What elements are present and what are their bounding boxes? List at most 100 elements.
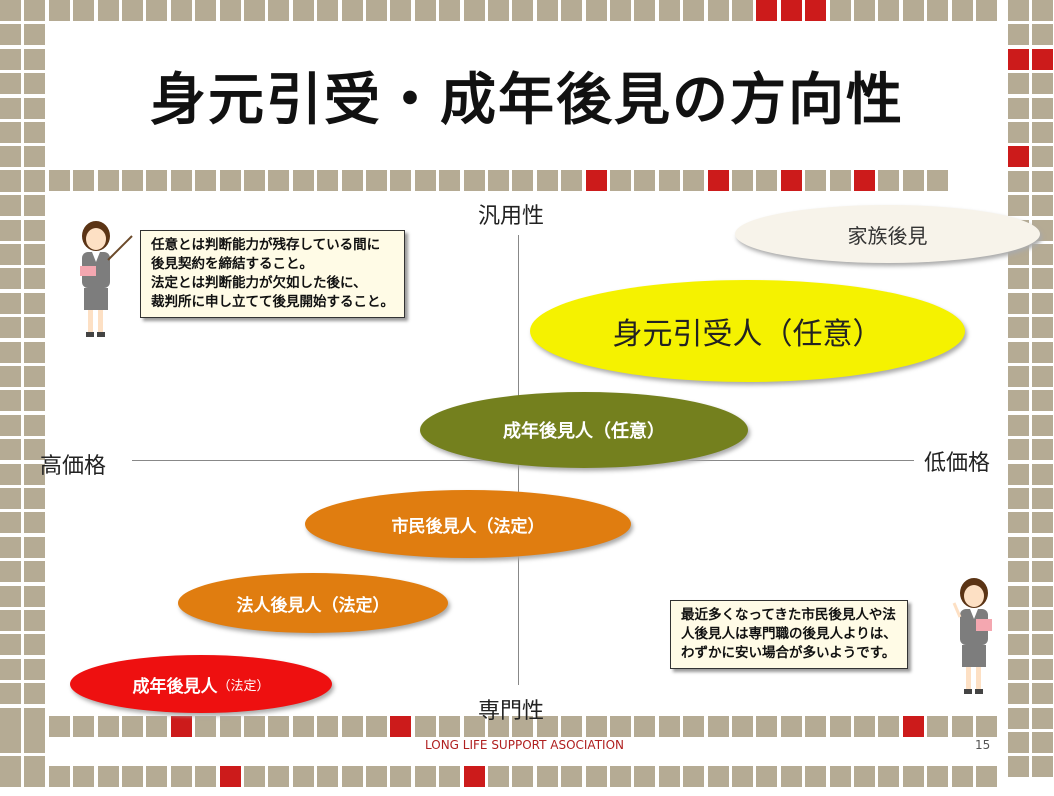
border-tile xyxy=(1008,366,1029,387)
border-tile xyxy=(49,0,70,21)
border-tile xyxy=(0,415,21,436)
border-tile xyxy=(659,766,680,787)
border-tile xyxy=(1008,293,1029,314)
border-tile xyxy=(73,716,94,737)
border-tile xyxy=(561,716,582,737)
border-tile xyxy=(732,766,753,787)
border-tile xyxy=(1032,708,1053,729)
border-tile xyxy=(439,0,460,21)
border-tile xyxy=(1032,415,1053,436)
border-tile xyxy=(1032,634,1053,655)
border-tile xyxy=(0,488,21,509)
border-tile xyxy=(146,766,167,787)
border-tile xyxy=(683,0,704,21)
border-tile xyxy=(732,0,753,21)
border-tile xyxy=(0,98,21,119)
border-tile xyxy=(610,170,631,191)
border-tile xyxy=(1032,561,1053,582)
border-tile xyxy=(1008,683,1029,704)
border-tile xyxy=(683,716,704,737)
border-tile xyxy=(24,659,45,680)
border-tile xyxy=(1032,512,1053,533)
corporate-guardian-ellipse: 法人後見人（法定） xyxy=(178,573,448,633)
border-tile xyxy=(1032,268,1053,289)
border-tile xyxy=(317,0,338,21)
border-tile xyxy=(805,766,826,787)
footer-organization: LONG LIFE SUPPORT ASOCIATION xyxy=(425,738,625,752)
border-tile xyxy=(732,716,753,737)
border-tile xyxy=(195,0,216,21)
note-line: 法定とは判断能力が欠如した後に、 xyxy=(151,275,367,291)
border-tile xyxy=(0,708,21,729)
border-tile xyxy=(73,766,94,787)
border-tile xyxy=(1008,610,1029,631)
ellipse-label-suffix: （法定） xyxy=(217,678,270,694)
border-tile xyxy=(0,268,21,289)
border-tile xyxy=(342,766,363,787)
border-tile xyxy=(0,732,21,753)
border-tile xyxy=(244,766,265,787)
border-tile xyxy=(24,537,45,558)
ellipse-label: 成年後見人（任意） xyxy=(503,421,665,442)
border-tile xyxy=(756,0,777,21)
border-tile xyxy=(0,610,21,631)
border-tile xyxy=(342,0,363,21)
border-tile xyxy=(1008,415,1029,436)
border-tile xyxy=(342,716,363,737)
border-tile xyxy=(1032,317,1053,338)
border-tile xyxy=(512,766,533,787)
border-tile xyxy=(24,195,45,216)
border-tile xyxy=(634,0,655,21)
border-tile xyxy=(171,766,192,787)
border-tile xyxy=(708,766,729,787)
border-tile xyxy=(586,170,607,191)
border-tile xyxy=(952,716,973,737)
border-tile xyxy=(268,766,289,787)
border-tile xyxy=(268,716,289,737)
presenter-woman-icon xyxy=(80,221,133,337)
border-tile xyxy=(0,561,21,582)
border-tile xyxy=(561,0,582,21)
border-tile xyxy=(1032,73,1053,94)
border-tile xyxy=(464,0,485,21)
border-tile xyxy=(1008,268,1029,289)
border-tile xyxy=(0,220,21,241)
border-tile xyxy=(24,49,45,70)
border-tile xyxy=(927,170,948,191)
border-tile xyxy=(805,170,826,191)
border-tile xyxy=(0,683,21,704)
border-tile xyxy=(24,366,45,387)
border-tile xyxy=(878,0,899,21)
note-line: 最近多くなってきた市民後見人や法 xyxy=(681,607,896,623)
axis-label-top: 汎用性 xyxy=(478,204,545,229)
border-tile xyxy=(439,170,460,191)
border-tile xyxy=(1008,24,1029,45)
border-tile xyxy=(24,73,45,94)
border-tile xyxy=(1032,488,1053,509)
border-tile xyxy=(1008,122,1029,143)
border-tile xyxy=(634,766,655,787)
border-tile xyxy=(1008,390,1029,411)
border-tile xyxy=(537,0,558,21)
border-tile xyxy=(0,659,21,680)
border-tile xyxy=(781,170,802,191)
border-tile xyxy=(1032,244,1053,265)
border-tile xyxy=(268,170,289,191)
border-tile xyxy=(781,766,802,787)
border-tile xyxy=(927,0,948,21)
border-tile xyxy=(98,716,119,737)
border-tile xyxy=(756,170,777,191)
slide-title: 身元引受・成年後見の方向性 xyxy=(150,68,904,133)
border-tile xyxy=(415,170,436,191)
border-tile xyxy=(976,0,997,21)
border-tile xyxy=(464,716,485,737)
border-tile xyxy=(903,0,924,21)
border-tile xyxy=(683,766,704,787)
border-tile xyxy=(1032,195,1053,216)
border-tile xyxy=(464,766,485,787)
border-tile xyxy=(24,415,45,436)
border-tile xyxy=(24,732,45,753)
border-tile xyxy=(244,0,265,21)
border-tile xyxy=(146,716,167,737)
border-tile xyxy=(0,146,21,167)
